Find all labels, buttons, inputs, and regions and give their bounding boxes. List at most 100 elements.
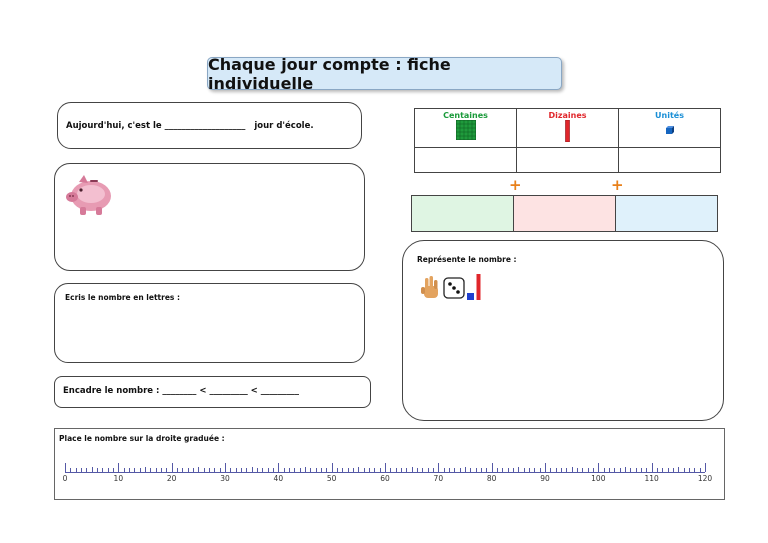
minor-tick — [235, 468, 237, 472]
minor-tick — [667, 468, 669, 472]
minor-tick — [241, 468, 242, 472]
tens-answer-cell[interactable] — [516, 147, 619, 173]
tick-label: 80 — [486, 474, 497, 483]
minor-tick — [305, 467, 306, 472]
minor-tick — [529, 468, 530, 472]
less-than-1: < — [199, 386, 207, 396]
minor-tick — [283, 468, 285, 472]
minor-tick — [422, 468, 424, 472]
minor-tick — [646, 468, 648, 472]
minor-tick — [406, 468, 408, 472]
minor-tick — [326, 468, 328, 472]
minor-tick — [417, 468, 418, 472]
minor-tick — [603, 468, 605, 472]
plus-sign-2: + — [611, 176, 624, 194]
number-line-axis — [65, 472, 705, 473]
minor-tick — [203, 468, 205, 472]
unit-cube-small-icon — [467, 293, 474, 300]
minor-tick — [443, 468, 445, 472]
major-tick — [278, 463, 280, 472]
minor-tick — [577, 468, 578, 472]
major-tick — [651, 463, 653, 472]
minor-tick — [166, 468, 168, 472]
minor-tick — [619, 468, 621, 472]
minor-tick — [134, 468, 136, 472]
minor-tick — [657, 468, 658, 472]
unit-cube-icon — [665, 126, 674, 134]
number-line-box[interactable]: Place le nombre sur la droite graduée : … — [54, 428, 725, 500]
units-sum-box[interactable] — [616, 196, 717, 231]
units-answer-cell[interactable] — [618, 147, 721, 173]
minor-tick — [475, 468, 477, 472]
minor-tick — [401, 468, 402, 472]
tick-label: 60 — [380, 474, 390, 483]
minor-tick — [555, 468, 557, 472]
minor-tick — [625, 467, 626, 472]
tens-rod-small-icon — [476, 274, 481, 300]
minor-tick — [161, 468, 162, 472]
minor-tick — [321, 468, 322, 472]
decomposition-row — [411, 195, 718, 232]
major-tick — [705, 463, 706, 472]
tick-label: 20 — [166, 474, 177, 483]
write-number-label: Ecris le nombre en lettres : — [65, 293, 180, 302]
major-tick — [491, 463, 493, 472]
tick-label: 70 — [433, 474, 444, 483]
encadre-blank-3[interactable]: _________ — [260, 386, 300, 396]
tens-rod-icon — [564, 119, 570, 143]
tick-label: 120 — [697, 474, 713, 483]
today-box: Aujourd'hui, c'est le __________________… — [57, 102, 362, 149]
hundreds-answer-cell[interactable] — [414, 147, 517, 173]
minor-tick — [427, 468, 429, 472]
minor-tick — [342, 468, 344, 472]
minor-tick — [518, 467, 520, 472]
units-header-cell: Unités — [618, 108, 721, 148]
minor-tick — [470, 468, 472, 472]
place-value-table: Centaines Dizaines Unité — [414, 108, 721, 173]
minor-tick — [86, 468, 88, 472]
minor-tick — [673, 468, 674, 472]
minor-tick — [353, 468, 354, 472]
encadre-label: Encadre le nombre : — [63, 386, 160, 396]
represent-label: Représente le nombre : — [417, 255, 517, 264]
today-prefix: Aujourd'hui, c'est le — [66, 121, 162, 131]
piggy-box[interactable] — [54, 163, 365, 271]
minor-tick — [257, 468, 258, 472]
major-tick — [171, 463, 173, 472]
minor-tick — [299, 468, 301, 472]
minor-tick — [294, 468, 296, 472]
represent-box[interactable]: Représente le nombre : — [402, 240, 724, 421]
minor-tick — [550, 468, 552, 472]
minor-tick — [411, 467, 413, 472]
hundreds-header: Centaines — [443, 111, 488, 120]
hundreds-block-icon — [455, 119, 476, 141]
minor-tick — [182, 468, 184, 472]
today-blank[interactable]: ___________________ — [164, 121, 246, 131]
hundreds-sum-box[interactable] — [412, 196, 514, 231]
encadre-blank-2[interactable]: _________ — [209, 386, 248, 396]
encadre-box[interactable]: Encadre le nombre : ________ < _________… — [54, 376, 371, 408]
minor-tick — [315, 468, 317, 472]
minor-tick — [75, 468, 77, 472]
minor-tick — [539, 468, 541, 472]
tens-header-cell: Dizaines — [516, 108, 619, 148]
minor-tick — [465, 467, 466, 472]
minor-tick — [91, 467, 93, 472]
major-tick — [438, 463, 440, 472]
major-tick — [385, 463, 386, 472]
minor-tick — [251, 467, 253, 472]
minor-tick — [593, 468, 594, 472]
minor-tick — [449, 468, 450, 472]
write-number-box[interactable]: Ecris le nombre en lettres : — [54, 283, 365, 363]
minor-tick — [155, 468, 157, 472]
minor-tick — [337, 468, 338, 472]
minor-tick — [497, 468, 498, 472]
today-suffix: jour d'école. — [254, 121, 314, 131]
encadre-blank-1[interactable]: ________ — [162, 386, 197, 396]
plus-sign-1: + — [509, 176, 522, 194]
tens-sum-box[interactable] — [514, 196, 616, 231]
minor-tick — [150, 468, 152, 472]
minor-tick — [534, 468, 536, 472]
minor-tick — [486, 468, 488, 472]
